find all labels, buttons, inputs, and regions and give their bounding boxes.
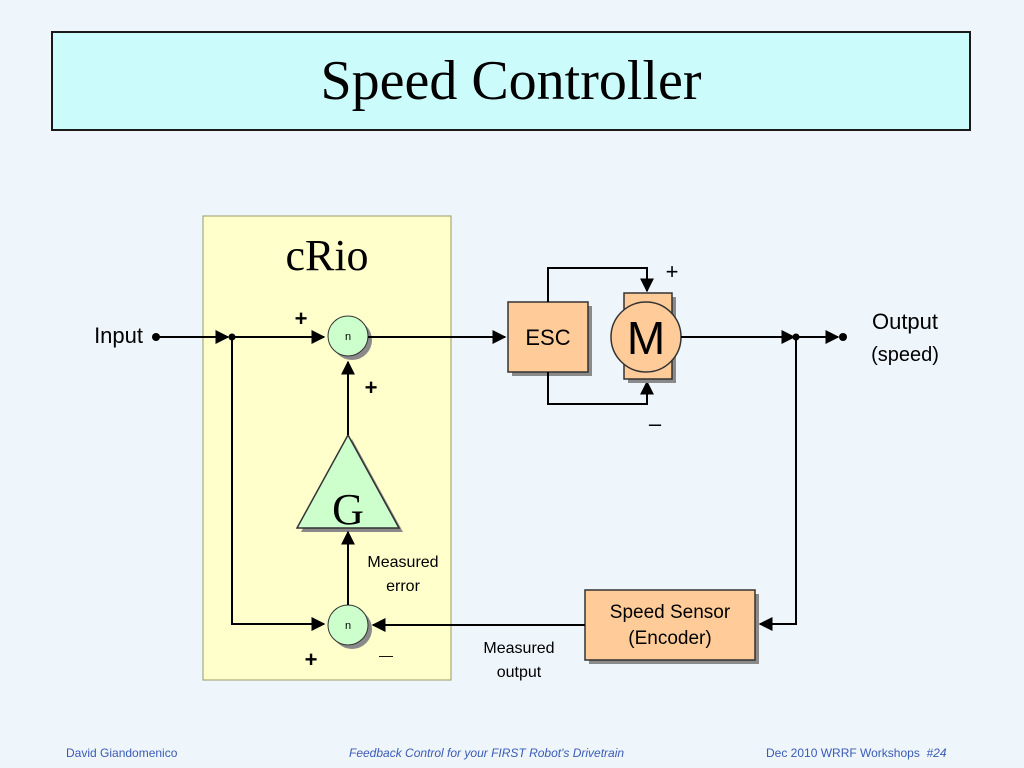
esc-block	[507, 301, 589, 373]
sum-bottom-plus: +	[305, 647, 318, 672]
footer-course: Feedback Control for your FIRST Robot's …	[349, 746, 625, 760]
footer-event: Dec 2010 WRRF Workshops #24	[766, 746, 947, 760]
title-box: Speed Controller	[51, 31, 971, 131]
footer-page-number: #24	[926, 746, 947, 760]
sum-bottom-minus: —	[379, 647, 393, 663]
esc-motor-positive-wire	[547, 267, 654, 302]
motor-label: M	[627, 312, 665, 364]
motor-plus-sign: +	[666, 259, 679, 284]
footer-author: David Giandomenico	[66, 746, 178, 760]
crio-region	[202, 215, 452, 681]
sum-node-top-symbol: n	[345, 331, 351, 343]
gain-label: G	[332, 485, 364, 534]
esc-motor-negative-wire	[547, 372, 654, 405]
sum-top-plus-bottom: +	[365, 375, 378, 400]
measured-error-label-line1: Measured	[367, 554, 438, 571]
gain-block	[295, 433, 401, 529]
output-terminal	[839, 333, 847, 341]
measured-output-label-line2: output	[497, 664, 542, 681]
esc-label: ESC	[525, 325, 570, 350]
footer-event-text: Dec 2010 WRRF Workshops	[766, 746, 920, 760]
input-feedforward-wire	[231, 337, 326, 631]
slide-title: Speed Controller	[320, 50, 702, 112]
motor-minus-sign: –	[649, 411, 662, 436]
output-to-sensor-wire	[758, 337, 797, 631]
crio-label: cRio	[285, 231, 368, 280]
sum-top-plus-left: +	[295, 306, 308, 331]
speed-sensor-label-line1: Speed Sensor	[610, 602, 731, 623]
speed-sensor-block	[584, 589, 756, 661]
sum-node-bottom-symbol: n	[345, 620, 351, 632]
input-label: Input	[94, 323, 143, 348]
measured-error-label-line2: error	[386, 578, 420, 595]
output-sub-label: (speed)	[871, 344, 939, 366]
measured-output-label-line1: Measured	[483, 640, 554, 657]
output-label: Output	[872, 309, 938, 334]
speed-sensor-label-line2: (Encoder)	[628, 628, 711, 649]
